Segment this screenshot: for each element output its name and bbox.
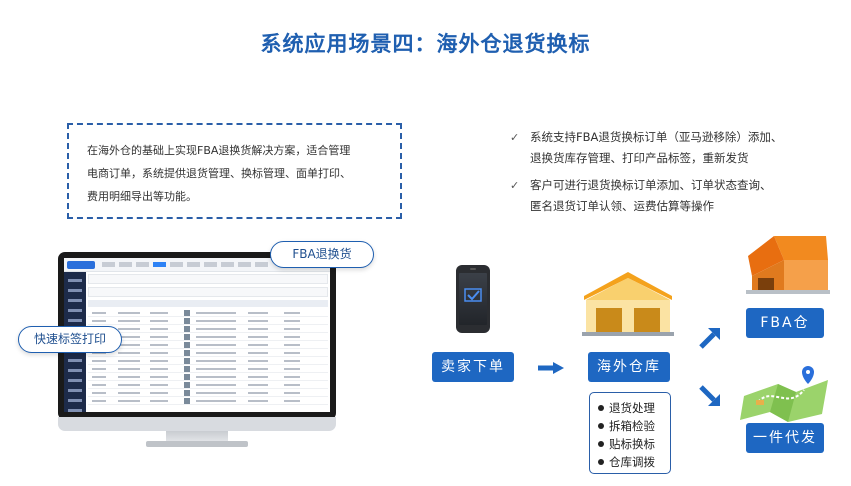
service-item: 贴标换标 (598, 435, 670, 453)
arrow-down-right-icon (699, 385, 720, 406)
warehouse-services-list: 退货处理 拆箱检验 贴标换标 仓库调拨 (589, 392, 671, 474)
quick-print-tag: 快速标签打印 (18, 326, 122, 353)
table-row (88, 389, 328, 397)
feature-list: ✓ 系统支持FBA退货换标订单（亚马逊移除）添加、 退换货库存管理、打印产品标签… (508, 127, 828, 223)
table-row (88, 325, 328, 333)
app-topbar (64, 258, 330, 272)
table-row (88, 365, 328, 373)
table-row (88, 341, 328, 349)
table-row (88, 317, 328, 325)
feature-line: 匿名退货订单认领、运费估算等操作 (530, 199, 714, 213)
feature-item: ✓ 系统支持FBA退货换标订单（亚马逊移除）添加、 退换货库存管理、打印产品标签… (508, 127, 828, 169)
phone-icon (456, 265, 490, 333)
feature-line: 客户可进行退货换标订单添加、订单状态查询、 (530, 178, 772, 192)
warehouse-icon (582, 272, 674, 336)
table-row (88, 373, 328, 381)
check-icon: ✓ (510, 131, 520, 144)
table-row (88, 357, 328, 365)
intro-line-2: 电商订单，系统提供退货管理、换标管理、面单打印、 (87, 167, 351, 180)
table-row (88, 309, 328, 317)
arrow-right-icon (538, 362, 564, 374)
monitor-base (146, 441, 248, 447)
table-row (88, 381, 328, 389)
monitor-chin (58, 417, 336, 431)
app-filter-bar (88, 287, 328, 297)
page-title: 系统应用场景四：海外仓退货换标 (260, 32, 591, 56)
service-item: 退货处理 (598, 399, 670, 417)
service-item: 拆箱检验 (598, 417, 670, 435)
table-row (88, 333, 328, 341)
intro-line-1: 在海外仓的基础上实现FBA退换货解决方案，适合管理 (87, 144, 351, 157)
feature-line: 退换货库存管理、打印产品标签，重新发货 (530, 151, 749, 165)
intro-box: 在海外仓的基础上实现FBA退换货解决方案，适合管理 电商订单，系统提供退货管理、… (67, 123, 402, 219)
dropshipping-box: 一件代发 (746, 423, 824, 453)
app-filter-bar (88, 274, 328, 284)
check-icon: ✓ (510, 179, 520, 192)
seller-order-box: 卖家下单 (432, 352, 514, 382)
intro-line-3: 费用明细导出等功能。 (87, 190, 197, 203)
map-icon (740, 366, 828, 422)
monitor-illustration (58, 252, 336, 447)
app-screenshot (64, 258, 330, 412)
app-nav (102, 262, 268, 267)
fba-warehouse-icon (746, 236, 830, 294)
app-table-header (88, 300, 328, 307)
monitor-frame (58, 252, 336, 420)
table-row (88, 349, 328, 357)
table-row (88, 397, 328, 405)
fba-warehouse-box: FBA仓 (746, 308, 824, 338)
feature-item: ✓ 客户可进行退货换标订单添加、订单状态查询、 匿名退货订单认领、运费估算等操作 (508, 175, 828, 217)
arrow-up-right-icon (699, 328, 720, 349)
app-main (88, 274, 328, 410)
app-logo (67, 261, 95, 269)
service-item: 仓库调拨 (598, 453, 670, 471)
feature-line: 系统支持FBA退货换标订单（亚马逊移除）添加、 (530, 130, 783, 144)
overseas-warehouse-box: 海外仓库 (588, 352, 670, 382)
fba-return-tag: FBA退换货 (270, 241, 374, 268)
monitor-stand (166, 431, 228, 443)
